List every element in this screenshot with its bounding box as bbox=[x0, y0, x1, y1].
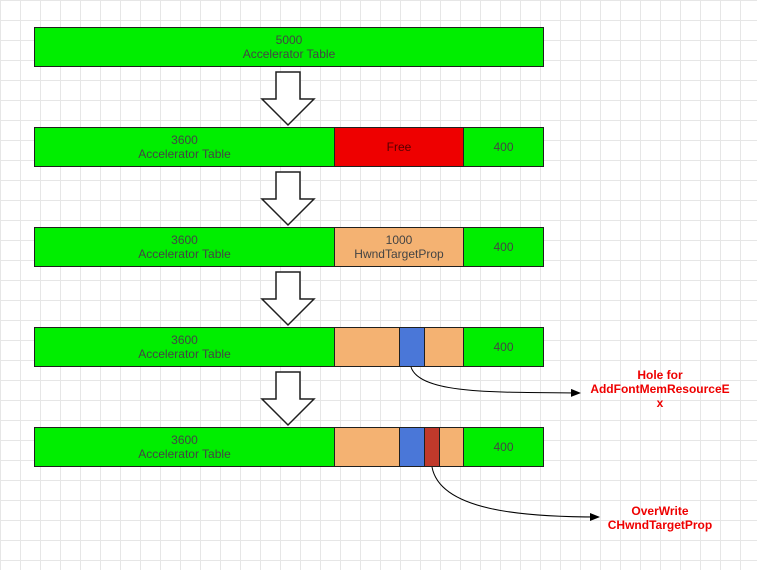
block-size: 3600 bbox=[171, 433, 198, 447]
accelerator-table-block-row2: 3600 Accelerator Table bbox=[34, 227, 335, 267]
block-size: 400 bbox=[493, 140, 514, 154]
down-arrow-icon bbox=[260, 71, 316, 127]
block-label: Free bbox=[386, 140, 412, 154]
block-size: 400 bbox=[493, 340, 514, 354]
annotation-line: OverWrite bbox=[631, 504, 689, 518]
overwrite-annotation: OverWrite CHwndTargetProp bbox=[590, 504, 730, 532]
block-size: 5000 bbox=[275, 33, 303, 47]
block-size: 3600 bbox=[171, 333, 198, 347]
block-label: Accelerator Table bbox=[138, 147, 231, 161]
annotation-line: CHwndTargetProp bbox=[607, 518, 713, 532]
hole-annotation: Hole for AddFontMemResourceE x bbox=[580, 368, 740, 410]
small-block-row2: 400 bbox=[463, 227, 544, 267]
block-size: 3600 bbox=[171, 133, 198, 147]
overwrite-block-row4 bbox=[424, 427, 440, 467]
accelerator-table-block-row0: 5000 Accelerator Table bbox=[34, 27, 544, 67]
annotation-line: AddFontMemResourceE bbox=[590, 382, 730, 396]
small-block-row4: 400 bbox=[463, 427, 544, 467]
down-arrow-icon bbox=[260, 171, 316, 227]
accelerator-table-block-row3: 3600 Accelerator Table bbox=[34, 327, 335, 367]
annotation-line: x bbox=[656, 396, 664, 410]
block-label: Accelerator Table bbox=[138, 347, 231, 361]
block-label: HwndTargetProp bbox=[354, 247, 444, 261]
block-size: 1000 bbox=[385, 233, 413, 247]
block-size: 400 bbox=[493, 440, 514, 454]
block-label: Accelerator Table bbox=[242, 47, 336, 61]
block-size: 3600 bbox=[171, 233, 198, 247]
block-label: Accelerator Table bbox=[138, 447, 231, 461]
down-arrow-icon bbox=[260, 371, 316, 427]
down-arrow-icon bbox=[260, 271, 316, 327]
small-block-row3: 400 bbox=[463, 327, 544, 367]
block-size: 400 bbox=[493, 240, 514, 254]
hole-connector-arrow bbox=[410, 366, 581, 397]
free-block-row1: Free bbox=[334, 127, 464, 167]
small-block-row1: 400 bbox=[463, 127, 544, 167]
block-label: Accelerator Table bbox=[138, 247, 231, 261]
annotation-line: Hole for bbox=[637, 368, 683, 382]
overwrite-connector-arrow bbox=[431, 466, 600, 521]
hole-block-row3 bbox=[399, 327, 425, 367]
hwnd-target-prop-block-row2: 1000 HwndTargetProp bbox=[334, 227, 464, 267]
